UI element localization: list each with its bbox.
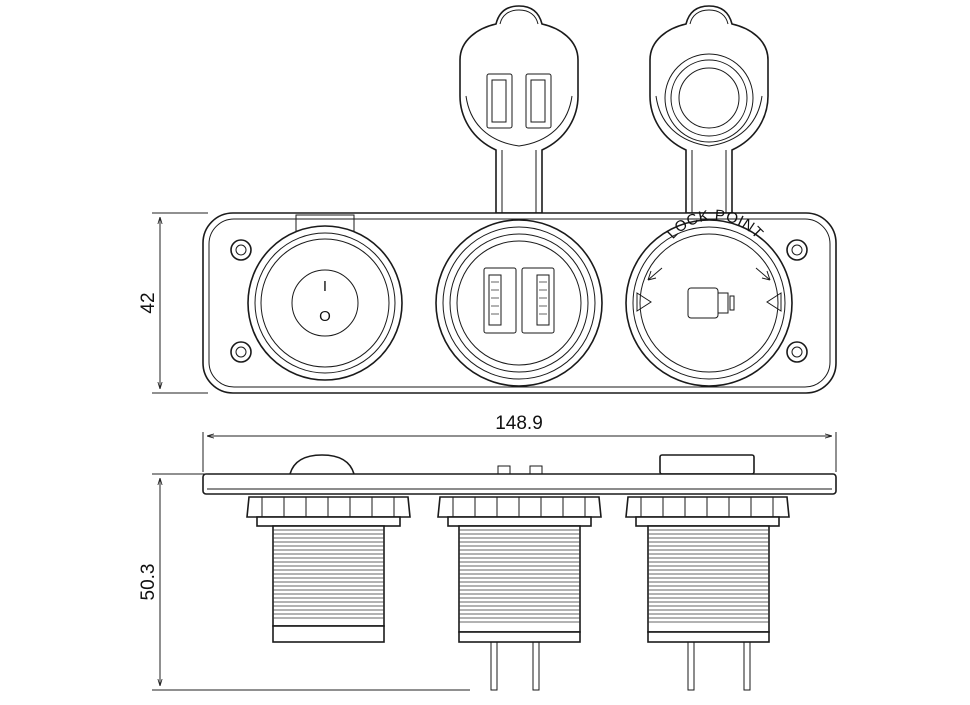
- mounting-hole: [230, 341, 252, 363]
- dimension-depth: 50.3: [138, 473, 470, 691]
- plug-icon: [687, 287, 735, 319]
- rocker-switch-side: [246, 496, 411, 643]
- dimension-height-label: 42: [138, 292, 159, 313]
- switch-off-mark: O: [319, 308, 331, 325]
- usb-port-icon: [521, 267, 555, 334]
- rocker-switch-front: I O: [247, 214, 403, 381]
- usb-socket-front: [435, 219, 603, 387]
- dimension-depth-label: 50.3: [138, 564, 159, 601]
- dimension-width-label: 148.9: [495, 413, 543, 434]
- triangle-marker-icon: [766, 292, 782, 312]
- mounting-hole: [230, 239, 252, 261]
- mounting-hole: [786, 341, 808, 363]
- usb-cap: [459, 5, 579, 214]
- mounting-hole: [786, 239, 808, 261]
- usb-port-icon: [483, 267, 517, 334]
- lock-arrow-right-icon: [755, 267, 771, 281]
- dimension-width: 148.9: [202, 413, 837, 472]
- triangle-marker-icon: [636, 292, 652, 312]
- lighter-cap: [649, 5, 769, 214]
- switch-on-mark: I: [323, 278, 327, 295]
- lock-arrow-left-icon: [647, 267, 663, 281]
- dimension-height: 42: [138, 212, 208, 394]
- lighter-socket-side: [625, 496, 790, 691]
- side-view-panel: [202, 454, 837, 495]
- usb-socket-side: [437, 496, 602, 691]
